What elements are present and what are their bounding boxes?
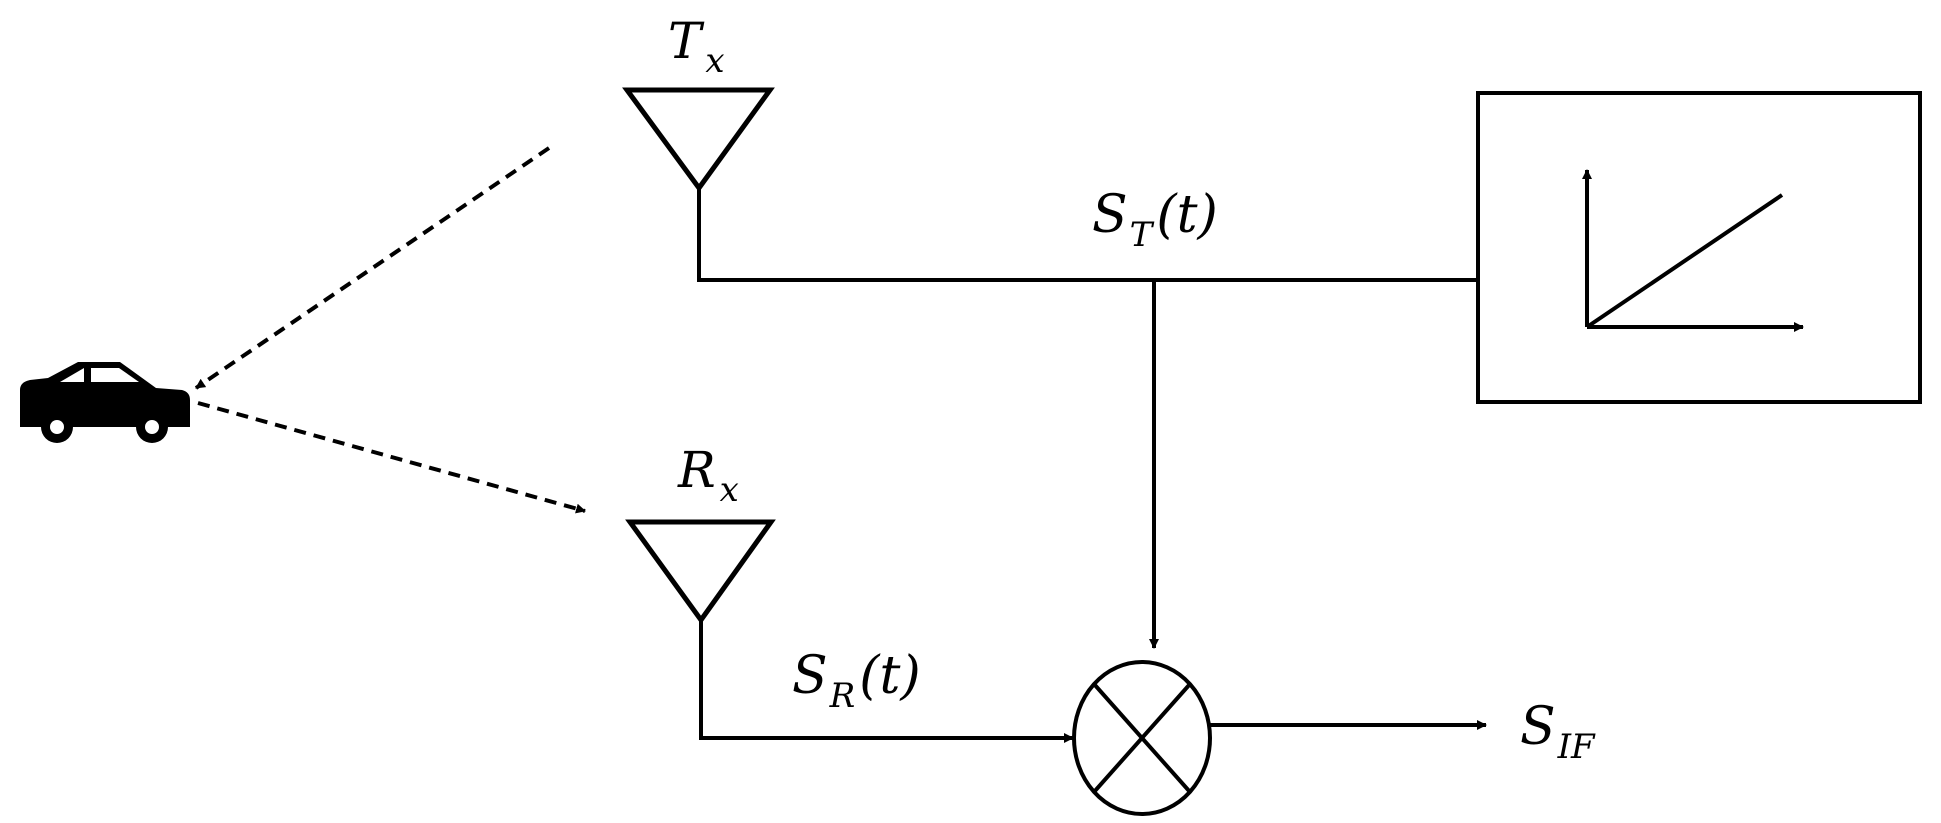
- rx-feed-line: [699, 620, 1074, 743]
- multiplier-icon: [1072, 660, 1212, 816]
- sr-label-arg: (t): [859, 646, 920, 706]
- rx-antenna: [625, 519, 776, 625]
- sr-label: SR(t): [792, 646, 921, 716]
- sr-label-sub: R: [829, 676, 856, 716]
- tx-antenna: [622, 87, 775, 193]
- incident-wave-path: [194, 146, 551, 390]
- car-icon: [20, 362, 190, 443]
- tx-feed-line: [697, 188, 1478, 282]
- sif-label-main: S: [1520, 697, 1556, 757]
- sif-label: SIF: [1520, 697, 1596, 767]
- sif-label-sub: IF: [1557, 727, 1596, 767]
- st-label-arg: (t): [1156, 185, 1217, 245]
- rx-label-sub: x: [720, 470, 739, 510]
- tx-label-sub: x: [705, 41, 724, 81]
- tx-label-main: T: [668, 12, 705, 70]
- st-label: ST(t): [1092, 185, 1218, 255]
- st-label-main: S: [1092, 185, 1128, 245]
- rx-label-main: R: [677, 441, 716, 499]
- ramp-chart-icon: [1582, 169, 1804, 332]
- sr-label-main: S: [792, 646, 828, 706]
- st-label-sub: T: [1130, 215, 1155, 255]
- reflected-wave-path: [197, 401, 586, 514]
- chirp-generator-box: [1476, 91, 1922, 404]
